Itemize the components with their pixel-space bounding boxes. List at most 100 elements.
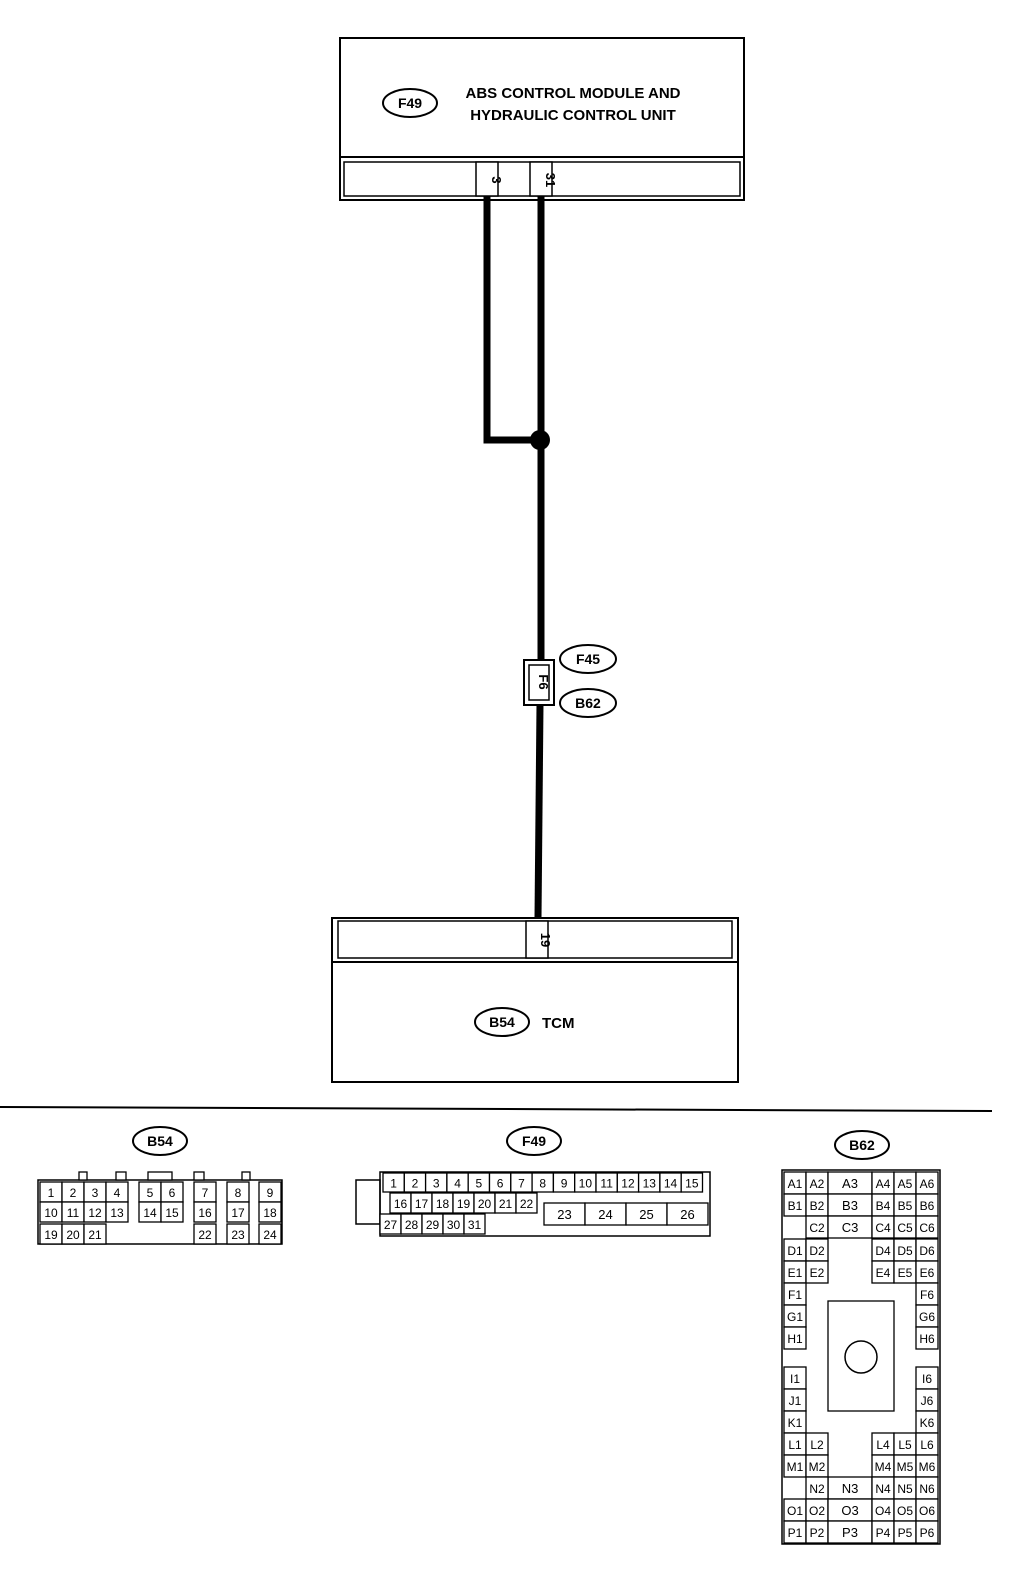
b54-pin-15: 15 <box>160 1201 184 1223</box>
b62-pin-L6: L6 <box>915 1432 939 1456</box>
svg-text:11: 11 <box>67 1206 80 1220</box>
svg-text:29: 29 <box>426 1218 440 1232</box>
svg-text:P5: P5 <box>898 1526 913 1540</box>
f49-pin-6: 6 <box>488 1172 512 1193</box>
f49-pin-2: 2 <box>403 1172 427 1193</box>
b62-pin-L1: L1 <box>783 1432 807 1456</box>
svg-text:5: 5 <box>476 1177 483 1191</box>
b62-pin-N6: N6 <box>915 1476 939 1500</box>
svg-text:J6: J6 <box>921 1394 934 1408</box>
svg-text:A5: A5 <box>898 1177 913 1191</box>
b54-pin-16: 16 <box>193 1201 217 1223</box>
b54-pin-5: 5 <box>138 1181 162 1203</box>
f49-pin-28: 28 <box>400 1213 423 1235</box>
b62-pin-C4: C4 <box>871 1215 895 1239</box>
svg-text:N5: N5 <box>897 1482 913 1496</box>
tcm-name: TCM <box>542 1015 575 1032</box>
b62-pin-L5: L5 <box>893 1432 917 1456</box>
svg-text:G6: G6 <box>919 1310 935 1324</box>
svg-text:18: 18 <box>263 1206 277 1220</box>
svg-text:B1: B1 <box>788 1199 803 1213</box>
section-divider <box>0 1106 993 1112</box>
b54-pin-14: 14 <box>138 1201 162 1223</box>
splice-node <box>530 430 550 450</box>
b62-pin-A2: A2 <box>805 1171 829 1195</box>
b62-pin-D6: D6 <box>915 1238 939 1262</box>
svg-text:B2: B2 <box>810 1199 825 1213</box>
b62-pin-P1: P1 <box>783 1520 807 1544</box>
svg-text:11: 11 <box>600 1177 613 1191</box>
svg-text:C6: C6 <box>919 1221 935 1235</box>
svg-text:A1: A1 <box>788 1177 803 1191</box>
b62-pin-K1: K1 <box>783 1410 807 1434</box>
b62-pin-A4: A4 <box>871 1171 895 1195</box>
b62-pin-P5: P5 <box>893 1520 917 1544</box>
svg-text:15: 15 <box>165 1206 179 1220</box>
svg-text:24: 24 <box>598 1207 612 1222</box>
b62-pin-B2: B2 <box>805 1193 829 1217</box>
b62-pin-M1: M1 <box>783 1454 807 1478</box>
svg-text:K1: K1 <box>788 1416 803 1430</box>
f49-pin-21: 21 <box>494 1192 517 1214</box>
f49-pin-20: 20 <box>473 1192 496 1214</box>
svg-text:J1: J1 <box>789 1394 802 1408</box>
svg-text:P2: P2 <box>810 1526 825 1540</box>
svg-text:B62: B62 <box>849 1137 875 1153</box>
svg-text:21: 21 <box>499 1197 513 1211</box>
b62-pin-A3: A3 <box>827 1171 873 1195</box>
svg-text:7: 7 <box>202 1186 209 1200</box>
b62-pin-A5: A5 <box>893 1171 917 1195</box>
b62-pin-H6: H6 <box>915 1326 939 1350</box>
connector-f49-code: F49 <box>506 1126 562 1156</box>
svg-text:M2: M2 <box>809 1460 826 1474</box>
svg-text:4: 4 <box>454 1177 461 1191</box>
svg-text:D4: D4 <box>875 1244 891 1258</box>
connector-b54-code: B54 <box>132 1126 188 1156</box>
f49-pin-3: 3 <box>424 1172 448 1193</box>
svg-text:15: 15 <box>685 1177 699 1191</box>
svg-text:13: 13 <box>110 1206 124 1220</box>
tcm-pin-19: 19 <box>538 933 553 947</box>
svg-text:A6: A6 <box>920 1177 935 1191</box>
b62-pin-O3: O3 <box>827 1498 873 1522</box>
f49-pin-23: 23 <box>543 1202 586 1226</box>
svg-text:6: 6 <box>169 1186 176 1200</box>
b54-pin-4: 4 <box>105 1181 129 1203</box>
svg-text:8: 8 <box>235 1186 242 1200</box>
f49-pin-31: 31 <box>463 1213 486 1235</box>
svg-text:B4: B4 <box>876 1199 891 1213</box>
svg-text:F6: F6 <box>920 1288 934 1302</box>
b62-pin-O5: O5 <box>893 1498 917 1522</box>
f49-pin-14: 14 <box>659 1172 682 1193</box>
b62-pin-M6: M6 <box>915 1454 939 1478</box>
svg-text:1: 1 <box>390 1177 397 1191</box>
b54-pin-24: 24 <box>258 1223 282 1245</box>
svg-text:30: 30 <box>447 1218 461 1232</box>
b62-pin-N3: N3 <box>827 1476 873 1500</box>
svg-text:D5: D5 <box>897 1244 913 1258</box>
svg-text:14: 14 <box>664 1177 678 1191</box>
b54-pin-8: 8 <box>226 1181 250 1203</box>
svg-text:M6: M6 <box>919 1460 936 1474</box>
svg-text:H1: H1 <box>787 1332 803 1346</box>
b54-pin-11: 11 <box>61 1201 85 1223</box>
b54-pin-22: 22 <box>193 1223 217 1245</box>
b62-pin-C2: C2 <box>805 1215 829 1239</box>
svg-text:O1: O1 <box>787 1504 803 1518</box>
b62-pin-C6: C6 <box>915 1215 939 1239</box>
svg-text:O3: O3 <box>841 1503 858 1518</box>
abs-code-oval <box>382 88 438 118</box>
b62-pin-O6: O6 <box>915 1498 939 1522</box>
f49-pin-24: 24 <box>584 1202 627 1226</box>
b62-pin-M5: M5 <box>893 1454 917 1478</box>
b62-pin-P3: P3 <box>827 1520 873 1544</box>
svg-text:19: 19 <box>44 1228 58 1242</box>
f49-pin-4: 4 <box>446 1172 469 1193</box>
svg-text:M4: M4 <box>875 1460 892 1474</box>
svg-text:O4: O4 <box>875 1504 891 1518</box>
b62-pin-O1: O1 <box>783 1498 807 1522</box>
svg-text:13: 13 <box>643 1177 657 1191</box>
svg-text:O2: O2 <box>809 1504 825 1518</box>
wire-harness <box>483 196 545 919</box>
